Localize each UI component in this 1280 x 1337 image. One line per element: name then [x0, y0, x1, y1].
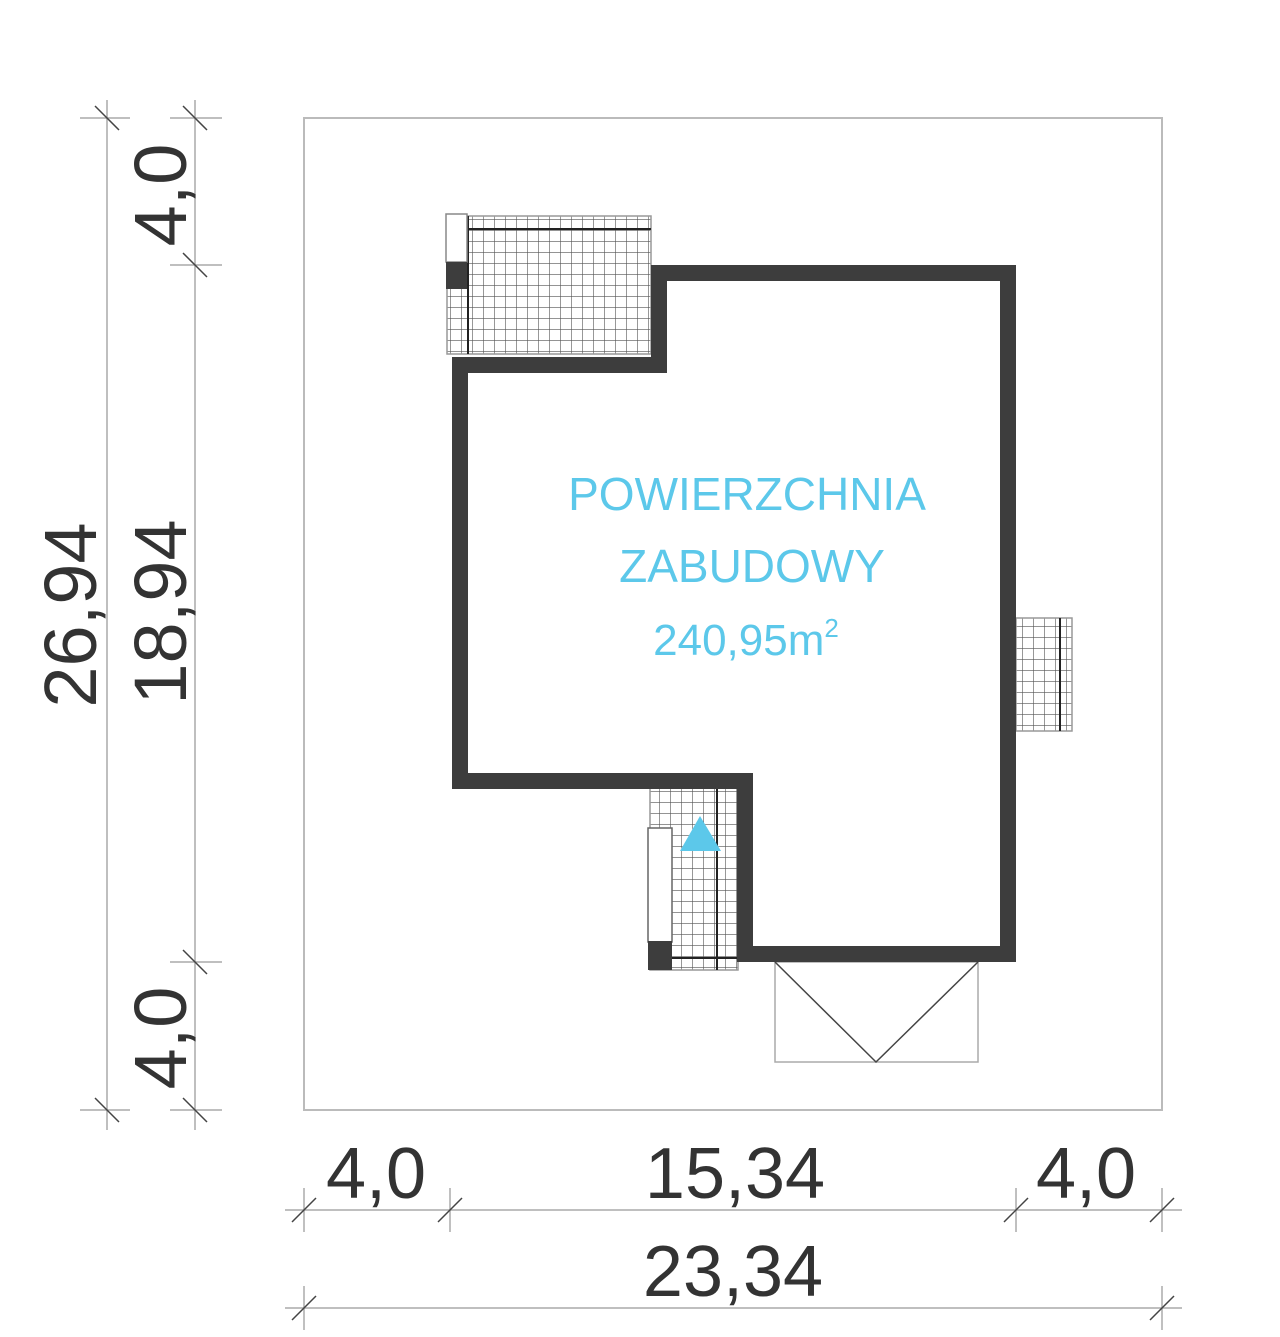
plot-boundary — [303, 117, 1163, 1111]
dim-left-total: 26,94 — [29, 522, 112, 707]
terrace-top-left — [446, 215, 652, 355]
dim-bottom-building: 15,34 — [645, 1134, 825, 1214]
terrace-right — [1015, 617, 1073, 732]
area-value: 240,95m2 — [653, 613, 839, 665]
dim-bottom-left: 4,0 — [326, 1134, 426, 1214]
dim-left-top: 4,0 — [119, 144, 202, 247]
dim-left-bottom: 4,0 — [119, 987, 202, 1090]
canopy — [774, 961, 979, 1063]
bench-top-dark — [446, 262, 467, 289]
entrance-bench — [647, 827, 673, 943]
dim-left-building: 18,94 — [119, 519, 202, 704]
dim-bottom-total: 23,34 — [643, 1232, 823, 1312]
entrance-arrow-icon — [680, 816, 721, 851]
building-outline — [452, 265, 1016, 962]
area-label-line2: ZABUDOWY — [619, 540, 885, 592]
area-label-line1: POWIERZCHNIA — [568, 468, 926, 520]
bench-top — [445, 213, 468, 263]
dim-bottom-right: 4,0 — [1036, 1134, 1136, 1214]
entrance-bench-dark — [648, 941, 672, 970]
